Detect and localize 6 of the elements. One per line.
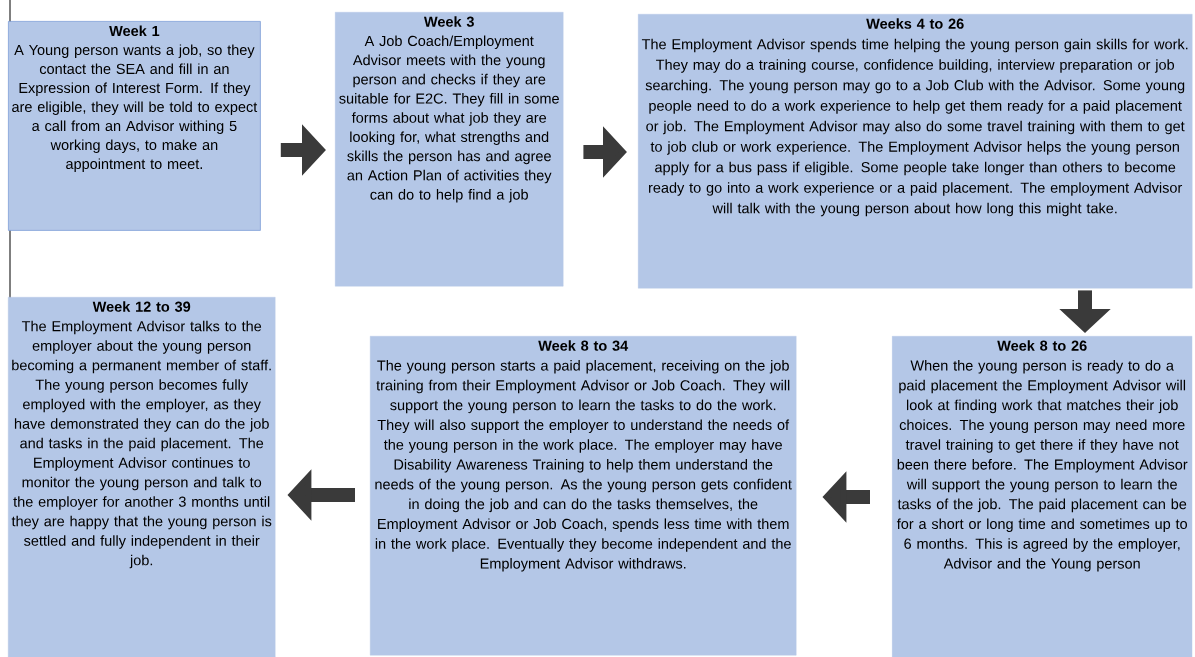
step-box: Week 12 to 39 The Employment Advisor talks to the employer about the young person becoming a permanent member of staff. The young person becomes fully employed with the employer, as they have demonstrated they can do the job and tasks in the paid placement. The Employment Advisor continues to monitor the young person and talk to the employer for another 3 months until they are happy that the young person is settled and fully independent in their job.	[8, 297, 276, 657]
step-box: Week 8 to 34 The young person starts a paid placement, receiving on the job training from their Employment Advisor or Job Coach. They will support the young person to learn the tasks to do the work. They will also support the employer to understand the needs of the young person in the work place. The employer may have Disability Awareness Training to help them understand the needs of the young person. As the young person gets confident in doing the job and can do the tasks themselves, the Employment Advisor or Job Coach, spends less time with them in the work place. Eventually they become independent and the Employment Advisor withdraws.	[370, 336, 797, 656]
step-box: Week 1 A Young person wants a job, so they contact the SEA and fill in an Expression of Interest Form. If they are eligible, they will be told to expect a call from an Advisor withing 5 working days, to make an appointment to meet.	[8, 21, 261, 231]
step-box: Week 8 to 26 When the young person is ready to do a paid placement the Employment Advisor will look at finding work that matches their job choices. The young person may need more travel training to get there if they have not been there before. The Employment Advisor will support the young person to learn the tasks of the job. The paid placement can be for a short or long time and sometimes up to 6 months. This is agreed by the employer, Advisor and the Young person	[892, 336, 1193, 657]
step-box: Weeks 4 to 26 The Employment Advisor spends time helping the young person gain skills for work. They may do a training course, confidence building, interview preparation or job searching. The young person may go to a Job Club with the Advisor. Some young people need to do a work experience to help get them ready for a paid placement or job. The Employment Advisor may also do some travel training with them to get to job club or work experience. The Employment Advisor helps the young person apply for a bus pass if eligible. Some people take longer than others to become ready to go into a work experience or a paid placement. The employment Advisor will talk with the young person about how long this might take.	[638, 14, 1193, 289]
step-box: Week 3 A Job Coach/Employment Advisor meets with the young person and checks if they are suitable for E2C. They fill in some forms about what job they are looking for, what strengths and skills the person has and agree an Action Plan of activities they can do to help find a job	[335, 12, 564, 287]
